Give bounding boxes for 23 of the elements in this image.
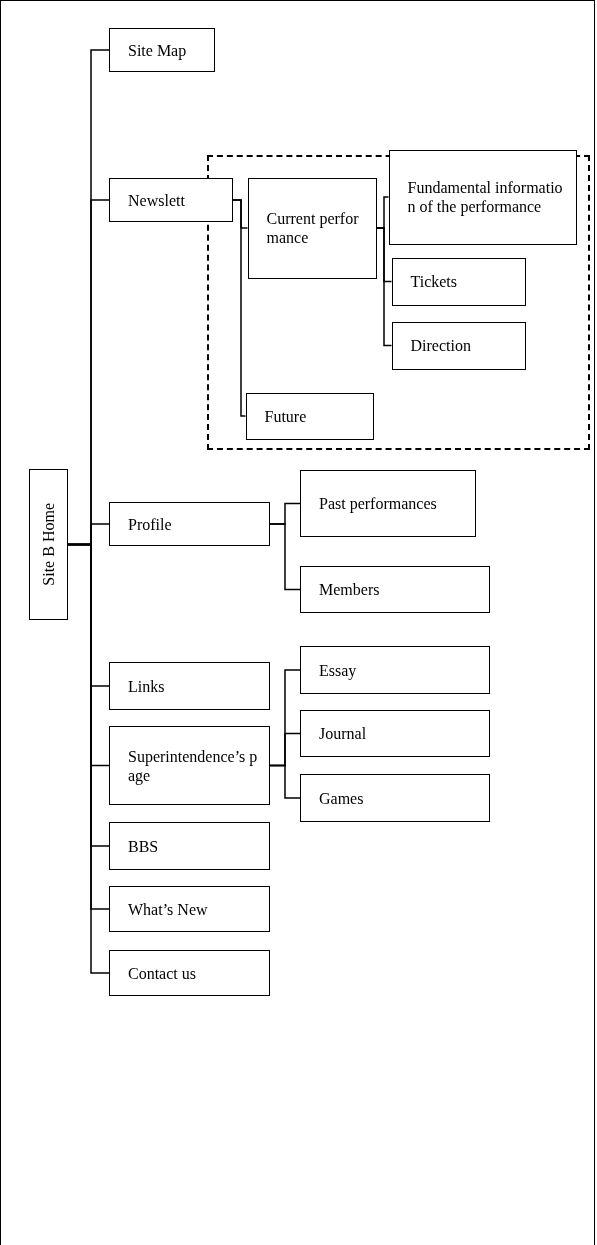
- page-box: Members: [300, 566, 490, 613]
- page-box: Profile: [109, 502, 270, 546]
- page-box: Newslett: [109, 178, 233, 222]
- page-box: Fundamental information of the performance: [388, 149, 577, 245]
- page-box: Direction: [391, 321, 526, 370]
- page-box: Future: [245, 392, 374, 440]
- page-box: Essay: [300, 646, 490, 694]
- page-box: Links: [109, 662, 270, 710]
- connector-line: [269, 764, 301, 799]
- page-box: Current performance: [247, 177, 377, 279]
- connector-line: [375, 227, 393, 347]
- page-box: Games: [300, 774, 490, 822]
- page-box: Tickets: [391, 257, 526, 306]
- page-box: Site Map: [109, 28, 215, 72]
- page-box: Contact us: [109, 950, 270, 996]
- page-box: Journal: [300, 710, 490, 757]
- page-box: BBS: [109, 822, 270, 870]
- page-box: What’s New: [109, 886, 270, 932]
- page-box: Superintendence’s page: [109, 726, 270, 805]
- page-box: Past performances: [300, 470, 476, 537]
- connector-line: [232, 199, 247, 417]
- root-page-box: Site B Home: [29, 469, 68, 620]
- connector-line: [269, 523, 301, 591]
